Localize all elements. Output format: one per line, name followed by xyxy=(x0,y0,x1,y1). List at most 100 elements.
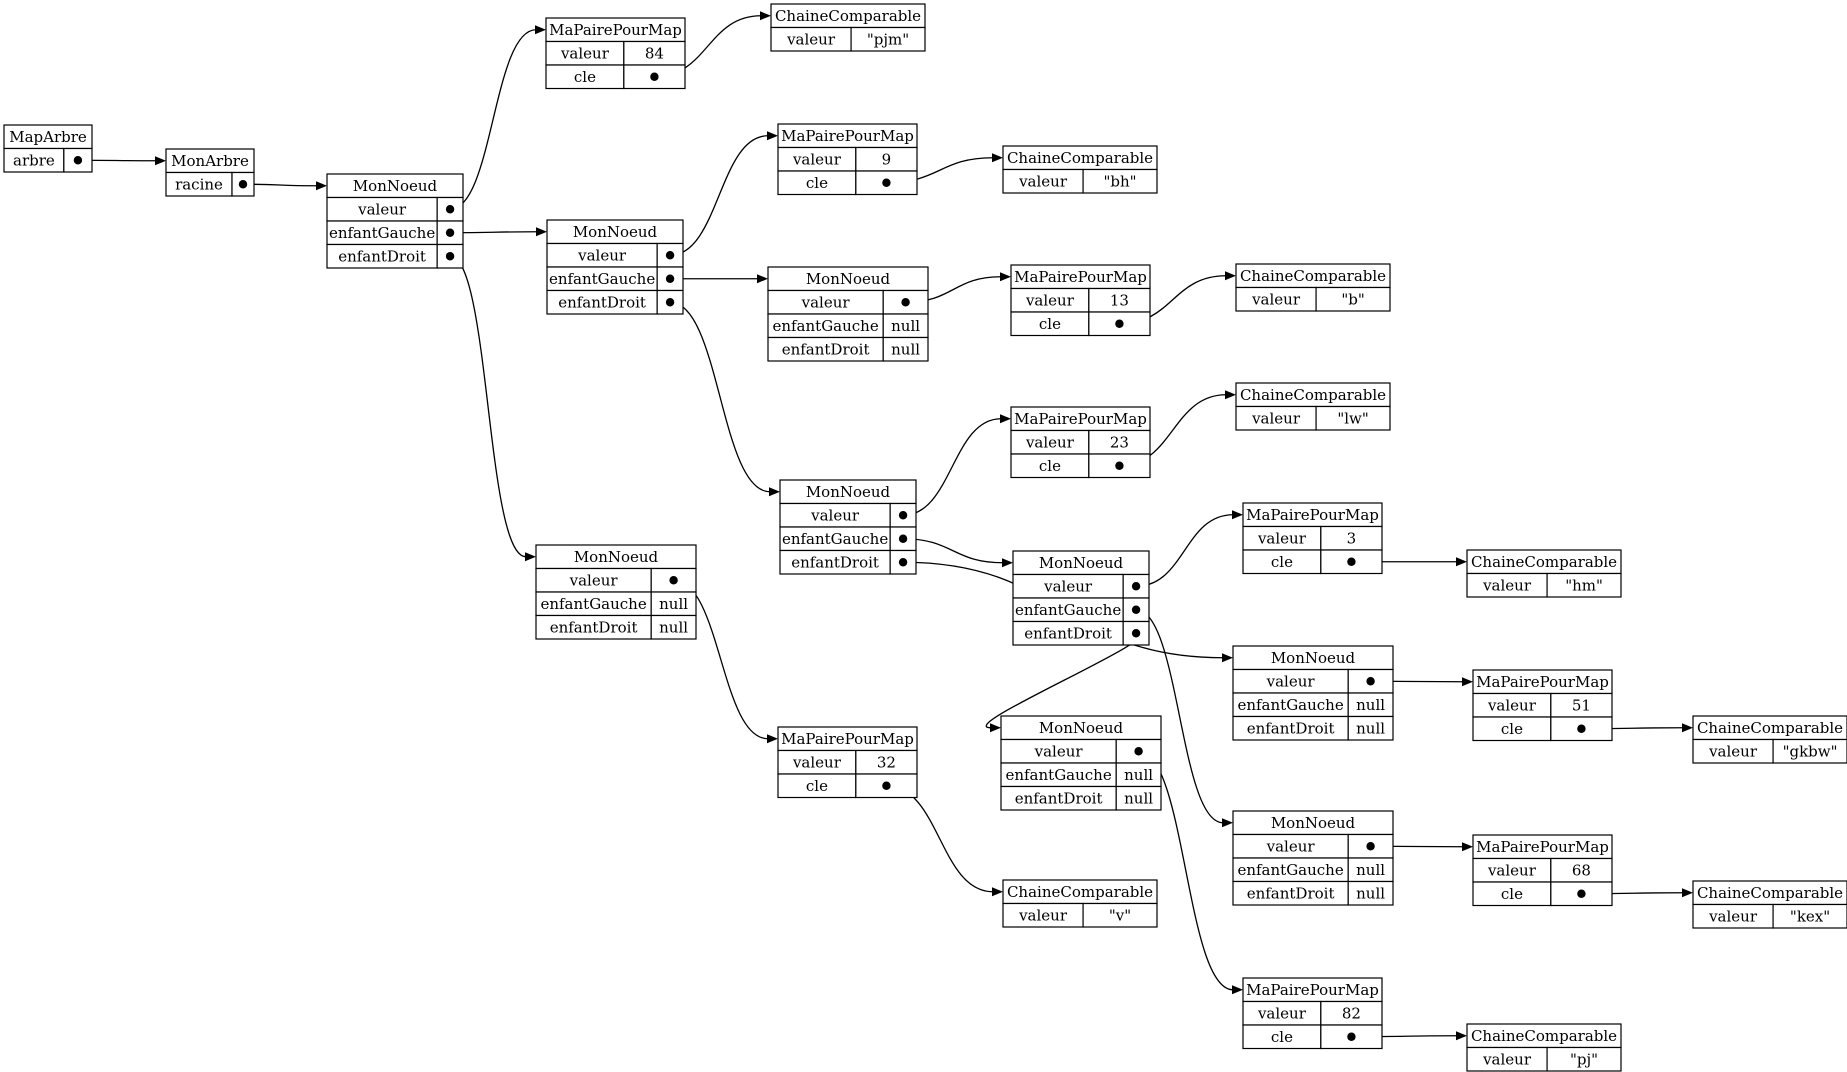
box-title: ChaineComparable xyxy=(1240,386,1386,404)
pointer-dot xyxy=(665,274,675,283)
field-value-cell xyxy=(1546,572,1622,598)
pointer-dot xyxy=(445,205,455,214)
field-enfantdroit-label: enfantDroit xyxy=(1015,789,1103,807)
arrowhead xyxy=(757,274,768,284)
field-valeur-value: 82 xyxy=(1342,1004,1361,1022)
field-enfantdroit-label: enfantDroit xyxy=(1247,719,1335,737)
pointer-dot xyxy=(1134,747,1143,756)
arrowhead xyxy=(1225,271,1236,281)
field-cle-label: cle xyxy=(1501,885,1523,903)
box-title: MonArbre xyxy=(171,152,249,170)
field-value-cell xyxy=(1347,715,1394,741)
field-cle-label: cle xyxy=(574,68,596,86)
field-valeur-label: valeur xyxy=(1018,906,1068,924)
box-title: MonNoeud xyxy=(573,223,658,241)
arrowhead xyxy=(1232,985,1243,995)
pointer-dot xyxy=(1131,629,1141,638)
box-title: MaPairePourMap xyxy=(1246,506,1379,524)
field-cle-label: cle xyxy=(1271,553,1293,571)
pointer-dot xyxy=(1115,461,1124,470)
pointer-dot xyxy=(1577,889,1586,898)
arrowhead xyxy=(535,25,546,35)
box-title: MonNoeud xyxy=(1039,554,1124,572)
arrowhead xyxy=(1682,723,1693,733)
field-valeur-label: valeur xyxy=(1487,696,1537,714)
arrowhead xyxy=(992,153,1003,163)
field-valeur-label: valeur xyxy=(801,293,851,311)
field-valeur-value: "lw" xyxy=(1337,409,1368,427)
pointer-dot xyxy=(1115,319,1124,328)
field-enfantgauche-label: enfantGauche xyxy=(540,595,646,613)
field-valeur-label: valeur xyxy=(1266,672,1316,690)
field-valeur-label: valeur xyxy=(1487,861,1537,879)
field-valeur-label: valeur xyxy=(1266,837,1316,855)
pointer-dot xyxy=(898,534,908,543)
field-valeur-label: valeur xyxy=(1257,1004,1307,1022)
field-enfantgauche-label: enfantGauche xyxy=(1015,601,1121,619)
field-cle-label: cle xyxy=(1271,1028,1293,1046)
arrowhead xyxy=(1462,677,1473,687)
pointer-dot xyxy=(445,228,455,237)
pointer-dot xyxy=(898,511,908,520)
field-enfantgauche-value: null xyxy=(891,317,920,335)
field-valeur-label: valeur xyxy=(1251,409,1301,427)
box-title: MonNoeud xyxy=(1039,719,1124,737)
field-cle-label: cle xyxy=(806,777,828,795)
arrowhead xyxy=(316,181,327,191)
field-enfantdroit-value: null xyxy=(659,618,688,636)
field-valeur-value: 23 xyxy=(1110,433,1129,451)
field-valeur-label: valeur xyxy=(1482,576,1532,594)
pointer-dot xyxy=(1131,605,1141,614)
field-value-cell xyxy=(850,26,926,52)
box-title: MonNoeud xyxy=(806,483,891,501)
box-title: MaPairePourMap xyxy=(549,21,682,39)
box-title: MaPairePourMap xyxy=(1246,981,1379,999)
box-title: MaPairePourMap xyxy=(781,127,914,145)
arrowhead xyxy=(1456,1031,1467,1041)
pointer-dot xyxy=(1347,1032,1356,1041)
field-valeur-value: "hm" xyxy=(1565,576,1603,594)
field-valeur-value: 84 xyxy=(645,44,664,62)
arrowhead xyxy=(1456,557,1467,567)
arrowhead xyxy=(525,552,536,562)
field-valeur-value: "pjm" xyxy=(867,30,909,48)
box-title: MaPairePourMap xyxy=(1476,838,1609,856)
field-valeur-label: valeur xyxy=(1034,742,1084,760)
pointer-edge xyxy=(886,785,994,893)
arrowhead xyxy=(1002,558,1013,568)
pointer-edge xyxy=(985,632,1142,729)
field-enfantdroit-label: enfantDroit xyxy=(558,293,646,311)
pointer-dot xyxy=(882,178,891,187)
box-title: ChaineComparable xyxy=(1697,884,1843,902)
pointer-edge xyxy=(903,538,1004,564)
field-enfantdroit-value: null xyxy=(1356,719,1385,737)
box-title: MonNoeud xyxy=(574,548,659,566)
field-enfantdroit-label: enfantDroit xyxy=(550,618,638,636)
arrowhead xyxy=(769,487,780,497)
arrowhead xyxy=(767,131,778,141)
field-enfantgauche-label: enfantGauche xyxy=(782,530,888,548)
box-title: MapArbre xyxy=(9,128,87,146)
field-enfantgauche-label: enfantGauche xyxy=(1237,861,1343,879)
field-valeur-value: "bh" xyxy=(1104,172,1137,190)
pointer-dot xyxy=(238,180,248,189)
field-valeur-label: valeur xyxy=(1018,172,1068,190)
field-valeur-label: valeur xyxy=(1043,577,1093,595)
field-valeur-value: 9 xyxy=(882,150,892,168)
field-valeur-label: valeur xyxy=(1251,290,1301,308)
arrowhead xyxy=(155,156,166,166)
box-title: ChaineComparable xyxy=(775,7,921,25)
box-title: MaPairePourMap xyxy=(1014,268,1147,286)
pointer-dot xyxy=(1366,677,1375,686)
